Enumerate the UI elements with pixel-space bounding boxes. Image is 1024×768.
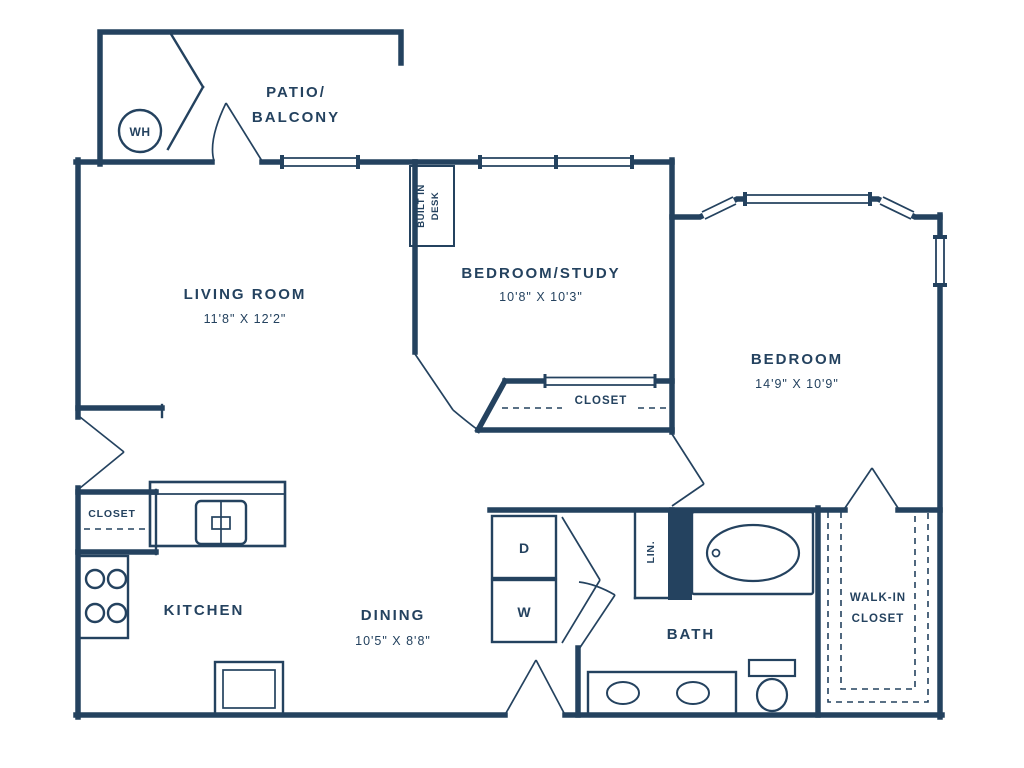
burner bbox=[84, 602, 106, 624]
tub-basin bbox=[705, 523, 801, 583]
wh-niche-wall bbox=[169, 32, 205, 89]
kitchen-label: KITCHEN bbox=[164, 602, 245, 619]
dishwasher-inner bbox=[222, 669, 276, 709]
washer-label: W bbox=[517, 604, 531, 620]
windows bbox=[280, 155, 947, 388]
desk-outline bbox=[409, 165, 455, 247]
tub-outline bbox=[690, 510, 815, 596]
island-outline bbox=[148, 480, 287, 548]
water-heater: WH bbox=[117, 108, 163, 154]
shelf-line bbox=[827, 512, 929, 703]
door-leaf bbox=[225, 102, 263, 162]
window bbox=[701, 195, 736, 220]
washer-dryer: D W bbox=[490, 514, 558, 644]
toilet bbox=[747, 658, 797, 713]
door-leaf bbox=[671, 433, 705, 485]
wh-niche-wall bbox=[166, 85, 205, 151]
patio-label: PATIO/ bbox=[266, 84, 326, 101]
door-leaf bbox=[578, 594, 616, 650]
bedroom-dims: 14'9" X 10'9" bbox=[755, 377, 839, 391]
dishwasher bbox=[213, 660, 285, 717]
bedroom-study-dims: 10'8" X 10'3" bbox=[499, 290, 583, 304]
dryer-box bbox=[490, 514, 558, 580]
doors bbox=[79, 32, 899, 714]
door-leaf bbox=[505, 659, 537, 714]
burner bbox=[84, 568, 106, 590]
burner bbox=[106, 568, 128, 590]
tub-drain bbox=[711, 548, 721, 558]
toilet-tank bbox=[747, 658, 797, 678]
dryer-label: D bbox=[519, 540, 529, 556]
bathtub bbox=[690, 510, 815, 596]
door-swing-arc bbox=[452, 409, 479, 431]
study-closet-wall bbox=[474, 377, 509, 434]
window bbox=[701, 196, 734, 213]
bedroom-label: BEDROOM bbox=[751, 351, 843, 368]
door-leaf bbox=[414, 353, 454, 411]
vanity-sink bbox=[606, 681, 640, 705]
door-leaf bbox=[871, 467, 899, 509]
shelf-line bbox=[840, 512, 916, 690]
vanity-sink bbox=[676, 681, 710, 705]
entry-closet-label: CLOSET bbox=[88, 508, 135, 520]
patio-wall bbox=[97, 29, 404, 167]
washer-box bbox=[490, 578, 558, 644]
door-leaf bbox=[671, 483, 705, 507]
stove-outline bbox=[76, 554, 130, 640]
study-closet-label: CLOSET bbox=[575, 395, 628, 407]
window bbox=[879, 203, 912, 220]
door-leaf bbox=[561, 579, 601, 644]
patio-label: BALCONY bbox=[252, 109, 340, 126]
stove bbox=[76, 554, 130, 640]
bath-wall-block bbox=[668, 508, 692, 600]
vanity bbox=[586, 670, 738, 718]
window bbox=[879, 195, 914, 220]
bedroom-study-label: BEDROOM/STUDY bbox=[461, 265, 620, 282]
door-swing-arc bbox=[211, 102, 227, 162]
built-in-desk-label: DESK bbox=[430, 192, 441, 220]
door-leaf bbox=[79, 451, 125, 489]
door-leaf bbox=[535, 659, 565, 714]
walk-in-closet-label: WALK-IN bbox=[850, 592, 906, 604]
vanity-counter bbox=[586, 670, 738, 718]
water-heater-circle bbox=[117, 108, 163, 154]
door-leaf bbox=[79, 416, 125, 453]
linen-closet-label: LIN. bbox=[645, 540, 657, 563]
window bbox=[704, 203, 737, 220]
door-leaf bbox=[561, 516, 601, 581]
walk-in-closet-shelving bbox=[827, 512, 929, 703]
dishwasher-outline bbox=[213, 660, 285, 717]
dining-label: DINING bbox=[361, 607, 426, 624]
burner bbox=[106, 602, 128, 624]
toilet-bowl bbox=[755, 677, 789, 713]
interior-walls bbox=[75, 157, 943, 718]
living-room-dims: 11'8" X 12'2" bbox=[204, 312, 287, 326]
bath-label: BATH bbox=[667, 626, 716, 643]
sink-faucet bbox=[211, 516, 231, 530]
door-leaf bbox=[844, 467, 873, 509]
dining-dims: 10'5" X 8'8" bbox=[355, 634, 431, 648]
walk-in-closet-label: CLOSET bbox=[852, 613, 905, 625]
closet-rods bbox=[84, 407, 668, 530]
built-in-desk: BUILT IN DESK bbox=[409, 165, 455, 247]
room-labels: PATIO/ BALCONY LIVING ROOM 11'8" X 12'2"… bbox=[88, 84, 906, 648]
built-in-desk-label: BUILT IN bbox=[416, 184, 427, 227]
water-heater-label: WH bbox=[130, 125, 151, 139]
kitchen-island bbox=[148, 480, 287, 548]
living-room-label: LIVING ROOM bbox=[184, 286, 307, 303]
window bbox=[882, 196, 915, 213]
